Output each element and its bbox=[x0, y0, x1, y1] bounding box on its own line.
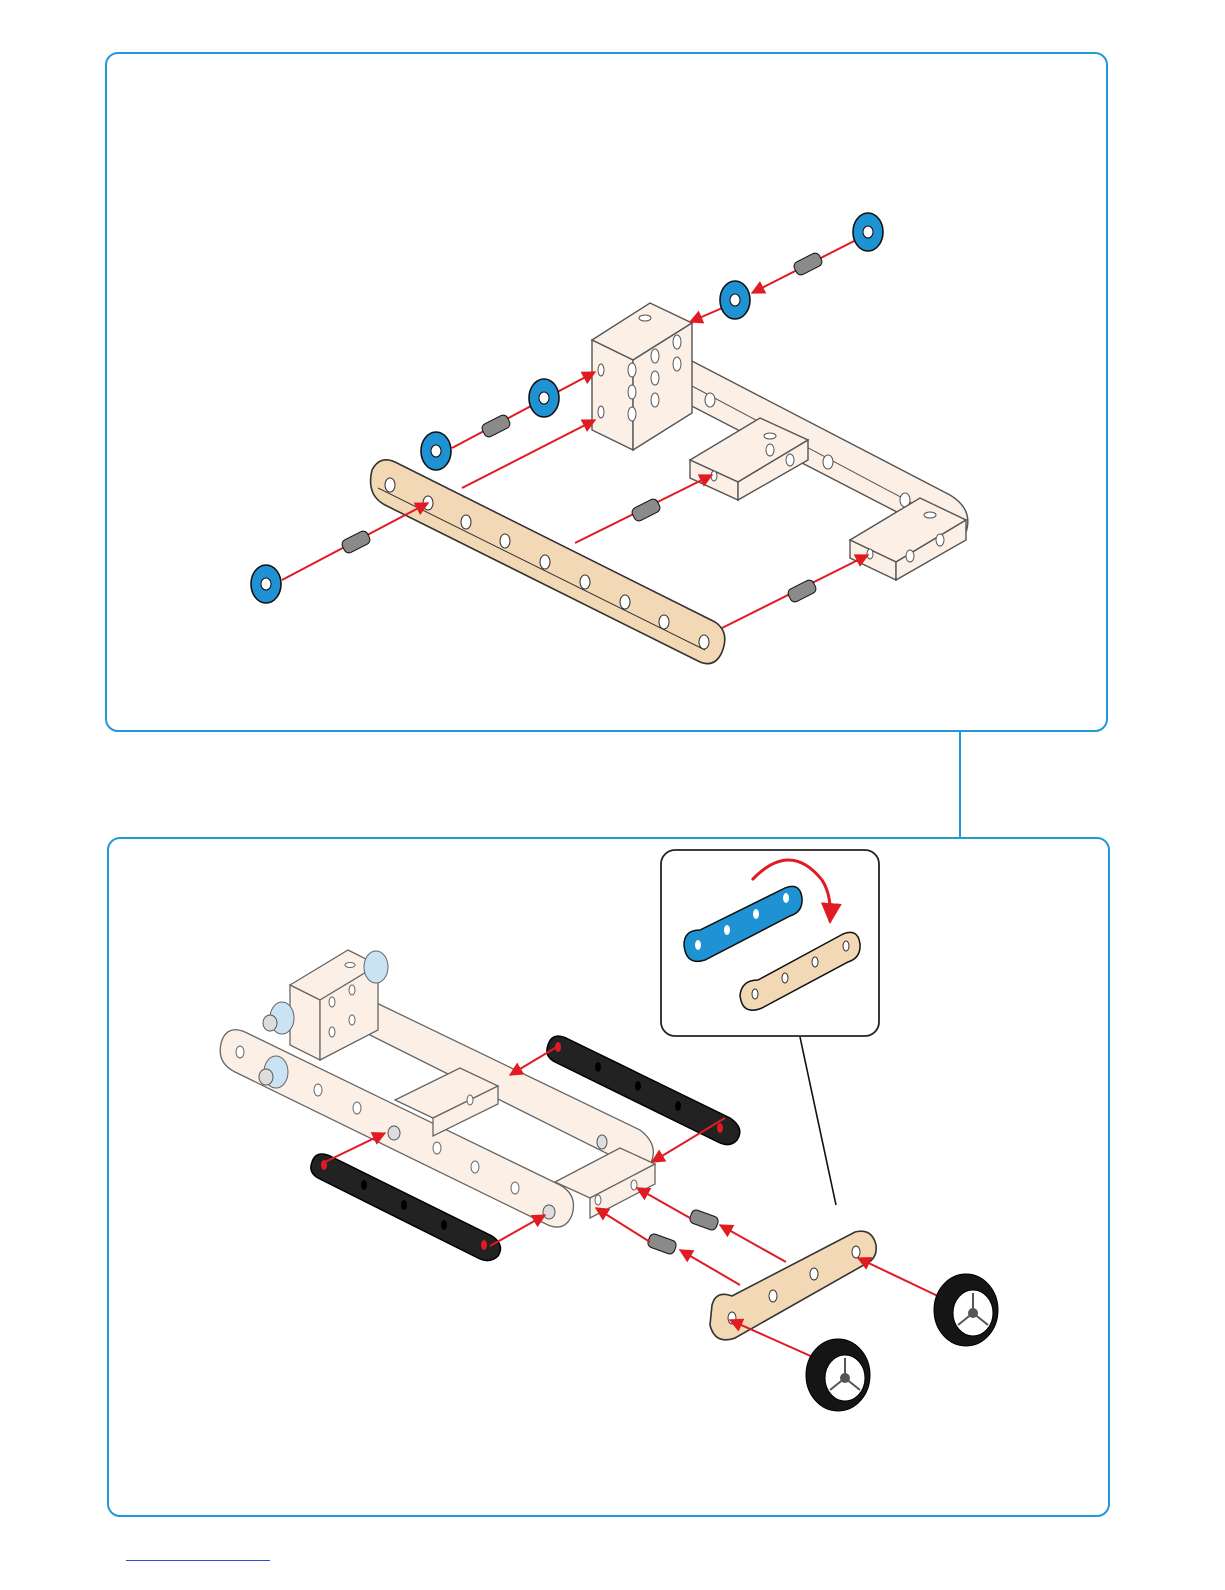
threaded-axle-nut bbox=[786, 578, 817, 603]
flip-detail-inset bbox=[661, 850, 879, 1205]
step-a-artwork bbox=[251, 213, 968, 664]
blue-washer bbox=[529, 379, 559, 417]
threaded-axle-nut bbox=[340, 529, 371, 554]
wheel bbox=[806, 1339, 870, 1411]
wood-frame-assembled bbox=[220, 950, 655, 1227]
wood-strip-long bbox=[371, 460, 725, 664]
wheel bbox=[934, 1274, 998, 1346]
threaded-axle-nut bbox=[646, 1233, 677, 1256]
threaded-axle-nut bbox=[792, 251, 823, 276]
blue-washer bbox=[251, 565, 281, 603]
footer-underline bbox=[126, 1560, 270, 1561]
step-b-artwork bbox=[220, 850, 998, 1411]
blue-washer bbox=[421, 432, 451, 470]
threaded-axle-nut bbox=[480, 413, 511, 438]
threaded-axle-nut bbox=[630, 497, 661, 522]
blue-washer bbox=[720, 281, 750, 319]
blue-washer bbox=[853, 213, 883, 251]
wood-axle-plate bbox=[710, 1231, 876, 1340]
cube-block bbox=[592, 303, 692, 450]
threaded-axle-nut bbox=[688, 1209, 719, 1232]
